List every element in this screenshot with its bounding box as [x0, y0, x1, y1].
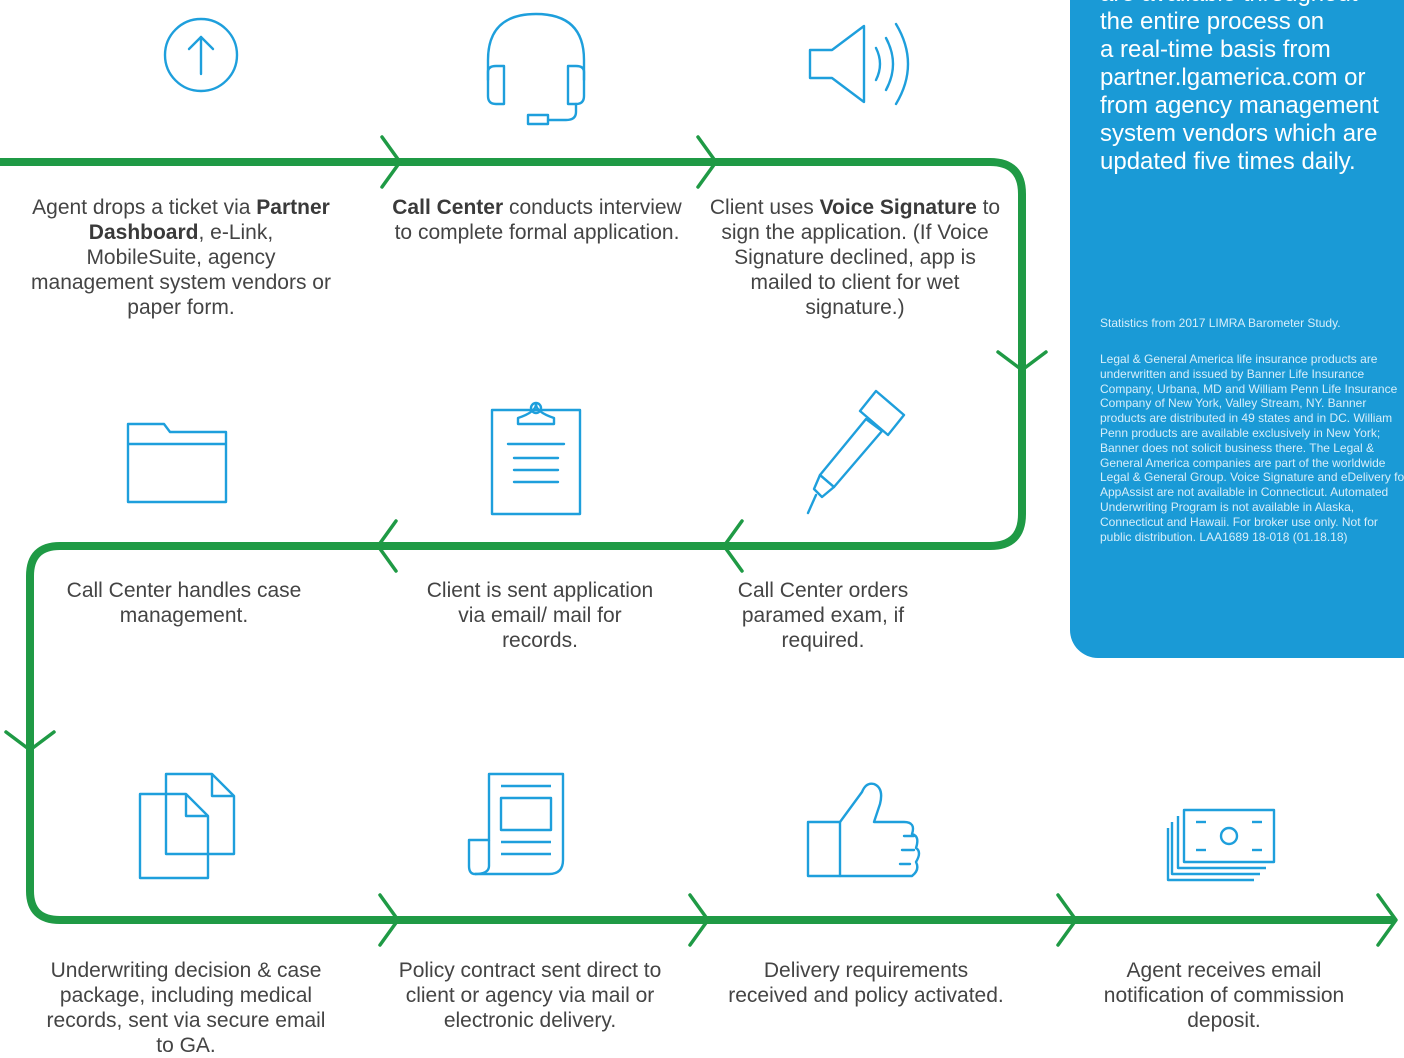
panel-headline-line: a real-time basis from: [1100, 36, 1331, 63]
info-panel: are available throughoutthe entire proce…: [1070, 0, 1404, 658]
legal-disclaimer: Legal & General America life insurance p…: [1100, 352, 1404, 544]
chevron-right-icon: [688, 893, 710, 947]
step-text-segment: , e-Link, MobileSuite, agency management…: [31, 221, 331, 319]
step-text-segment: Agent receives email notification of com…: [1103, 959, 1345, 1032]
step-text-bold: Partner Dashboard: [88, 196, 330, 244]
chevron-right-icon: [378, 893, 400, 947]
step-text-segment: Delivery requirements received and polic…: [728, 959, 1004, 1007]
chevron-down-icon: [4, 730, 56, 752]
clipboard-icon: [488, 398, 584, 516]
step-text-segment: conducts interview to complete formal ap…: [394, 196, 682, 244]
step-drop-ticket-text: Agent drops a ticket via Partner Dashboa…: [31, 195, 331, 320]
step-case-management-text: Call Center handles case management.: [54, 578, 314, 628]
chevron-right-icon: [1056, 893, 1078, 947]
step-text-segment: Call Center handles case management.: [66, 579, 302, 627]
step-policy-contract-text: Policy contract sent direct to client or…: [385, 958, 675, 1033]
panel-headline-line: system vendors which are: [1100, 120, 1378, 147]
chevron-right-icon: [1376, 893, 1398, 947]
documents-icon: [136, 770, 238, 882]
chevron-left-icon: [722, 519, 744, 573]
step-underwriting-decision-text: Underwriting decision & case package, in…: [41, 958, 331, 1058]
statistics-note: Statistics from 2017 LIMRA Barometer Stu…: [1100, 316, 1341, 330]
dropper-icon: [804, 385, 908, 517]
chevron-right-icon: [380, 135, 402, 189]
panel-headline-line: from agency management: [1100, 92, 1379, 119]
panel-headline: are available throughoutthe entire proce…: [1100, 0, 1404, 176]
step-policy-activated-text: Delivery requirements received and polic…: [726, 958, 1006, 1008]
speaker-icon: [806, 14, 916, 114]
panel-headline-line: partner.lgamerica.com or: [1100, 64, 1366, 91]
step-text-bold: Call Center: [392, 196, 504, 219]
panel-headline-line: updated five times daily.: [1100, 148, 1356, 175]
folder-icon: [126, 420, 230, 504]
step-paramed-exam-text: Call Center orders paramed exam, if requ…: [708, 578, 938, 653]
panel-headline-line: are available throughout: [1100, 0, 1404, 8]
step-call-center-interview-text: Call Center conducts interview to comple…: [387, 195, 687, 245]
step-text-segment: Call Center orders paramed exam, if requ…: [737, 579, 909, 652]
upload-arrow-icon: [163, 17, 239, 93]
step-text-segment: Client uses: [709, 196, 820, 219]
newspaper-icon: [465, 770, 569, 876]
thumbs-up-icon: [804, 778, 930, 888]
step-text-segment: Agent drops a ticket via: [32, 196, 257, 219]
step-text-bold: Voice Signature: [819, 196, 977, 219]
step-application-sent-text: Client is sent application via email/ ma…: [420, 578, 660, 653]
chevron-down-icon: [996, 350, 1048, 372]
chevron-left-icon: [376, 519, 398, 573]
flow-path: [0, 158, 1395, 924]
step-text-segment: Policy contract sent direct to client or…: [398, 959, 662, 1032]
chevron-right-icon: [696, 135, 718, 189]
step-text-segment: Client is sent application via email/ ma…: [426, 579, 654, 652]
step-text-segment: to sign the application. (If Voice Signa…: [721, 196, 1001, 319]
money-stack-icon: [1166, 806, 1278, 884]
headset-icon: [480, 8, 592, 128]
step-commission-deposit-text: Agent receives email notification of com…: [1094, 958, 1354, 1033]
panel-headline-line: the entire process on: [1100, 8, 1325, 35]
step-voice-signature-text: Client uses Voice Signature to sign the …: [705, 195, 1005, 320]
step-text-segment: Underwriting decision & case package, in…: [46, 959, 326, 1057]
